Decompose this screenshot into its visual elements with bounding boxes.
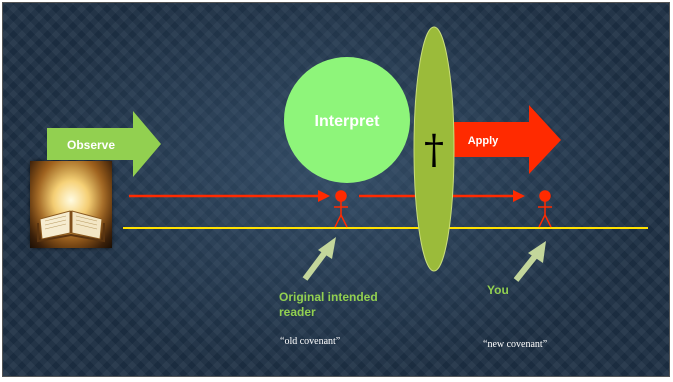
red-arrow-1-head (318, 190, 330, 202)
original-reader-figure (334, 190, 348, 228)
interpret-circle (284, 57, 410, 183)
bible-image (30, 161, 112, 248)
diagram-canvas: Observe Interpret Apply (47, 26, 648, 282)
pointer-arrow-original-shaft (302, 249, 329, 281)
slide-background: Observe Interpret Apply (2, 2, 670, 377)
original-reader-label: Original intended reader (279, 290, 378, 319)
observe-label: Observe (67, 138, 115, 152)
observe-arrow (47, 111, 161, 177)
apply-arrow (438, 105, 561, 174)
cross-symbol: † (424, 127, 444, 173)
cross-lens (413, 26, 455, 272)
interpret-label: Interpret (315, 113, 381, 130)
pointer-arrow-you-shaft (513, 253, 539, 282)
pointer-arrow-original-head (318, 237, 336, 259)
open-bible-icon (30, 161, 112, 248)
old-covenant-label: “old covenant” (280, 336, 341, 347)
new-covenant-label: “new covenant” (483, 339, 548, 350)
you-label: You (487, 283, 509, 297)
you-figure (538, 190, 552, 228)
apply-label: Apply (468, 135, 499, 147)
pointer-arrow-you-head (528, 241, 546, 263)
red-arrow-2-head (513, 190, 525, 202)
